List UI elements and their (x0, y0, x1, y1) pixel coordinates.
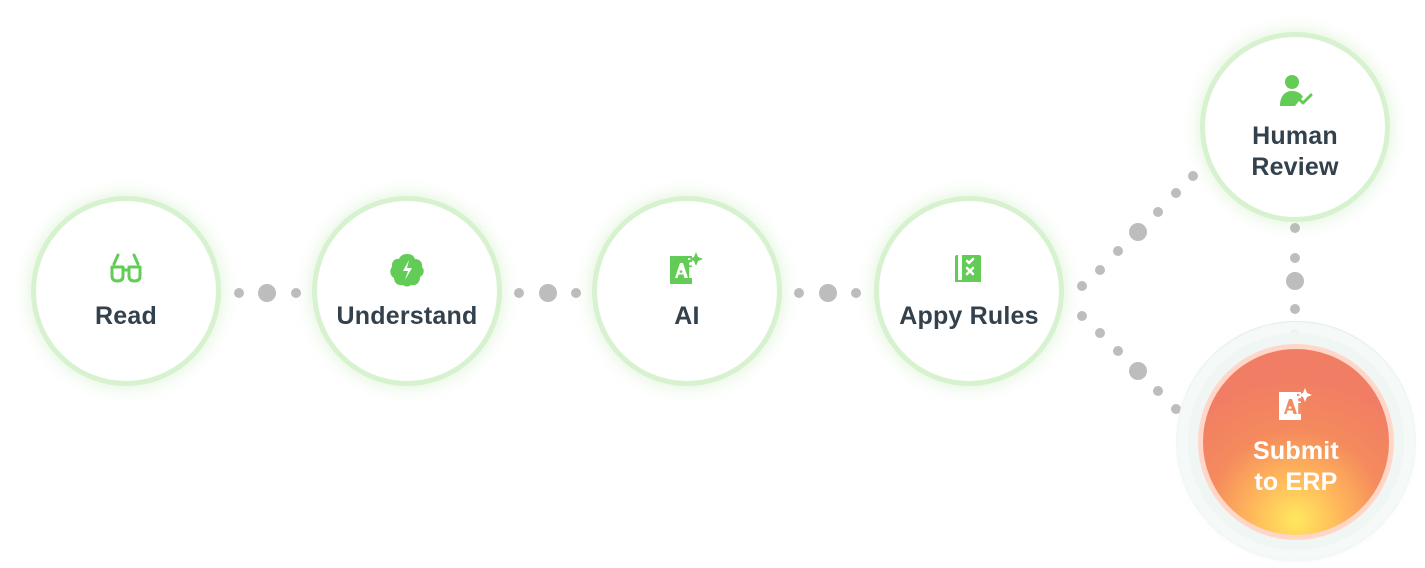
connector-dot (1286, 272, 1304, 290)
connector-dot (1290, 304, 1300, 314)
connector-dot (851, 288, 861, 298)
connector-dot (1188, 171, 1198, 181)
connector-dot (819, 284, 837, 302)
person-check-icon (1280, 75, 1313, 106)
connector-dot (571, 288, 581, 298)
connector-dot (1095, 328, 1105, 338)
connector-dot (1153, 386, 1163, 396)
ai-step: AI (592, 196, 782, 386)
submit-to-erp-step: Submit to ERP (1198, 344, 1394, 540)
connector-dot (1129, 362, 1147, 380)
read-step: Read (31, 196, 221, 386)
human-review-step: Human Review (1200, 32, 1390, 222)
connector-dot (1290, 223, 1300, 233)
connector-dot (1113, 346, 1123, 356)
ai-sparkle-icon (670, 252, 703, 284)
connector-dot (1077, 311, 1087, 321)
connector-dot (794, 288, 804, 298)
connector-dot (1290, 253, 1300, 263)
understand-step: Understand (312, 196, 502, 386)
connector-dot (1077, 281, 1087, 291)
brain-bolt-icon (390, 254, 424, 287)
ai-sparkle-icon (1279, 388, 1312, 420)
connector-dot (234, 288, 244, 298)
human-review-label: Human Review (1251, 122, 1339, 181)
understand-label: Understand (336, 302, 478, 330)
rulebook-icon (955, 255, 981, 284)
connector-dot (1113, 246, 1123, 256)
connector-dot (1095, 265, 1105, 275)
connector-dot (1171, 188, 1181, 198)
connector-dot (1129, 223, 1147, 241)
connector-dot (291, 288, 301, 298)
glasses-icon (110, 253, 142, 283)
connector-dot (539, 284, 557, 302)
connector-dot (514, 288, 524, 298)
connector-dot (1171, 404, 1181, 414)
apply-rules-label: Appy Rules (899, 302, 1039, 330)
apply-rules-step: Appy Rules (874, 196, 1064, 386)
connector-dot (1153, 207, 1163, 217)
read-label: Read (95, 302, 157, 330)
connector-dot (1290, 329, 1300, 339)
connector-dot (258, 284, 276, 302)
submit-to-erp-label: Submit to ERP (1253, 437, 1339, 496)
ai-label: AI (674, 302, 700, 330)
